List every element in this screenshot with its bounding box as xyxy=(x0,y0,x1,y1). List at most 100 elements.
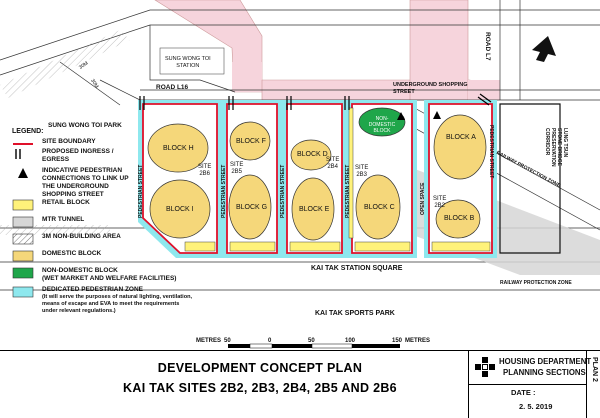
block-a-label: BLOCK A xyxy=(446,134,476,141)
title-block: DEVELOPMENT CONCEPT PLAN KAI TAK SITES 2… xyxy=(0,350,600,418)
block-e-label: BLOCK E xyxy=(299,206,330,213)
site-2b6-label: SITE 2B6 xyxy=(198,164,212,177)
legend-text: 3M NON-BUILDING AREA xyxy=(42,233,121,240)
date-value: 2. 5. 2019 xyxy=(519,402,553,411)
legend-item-pedestrian-connection: INDICATIVE PEDESTRIAN CONNECTIONS TO LIN… xyxy=(12,167,129,199)
block-e-shape xyxy=(291,177,335,241)
scale-tick-label: 150 xyxy=(392,338,403,344)
scale-unit-label-left: METRES xyxy=(196,338,222,344)
block-h-shape xyxy=(147,123,209,173)
plan-subtitle: KAI TAK SITES 2B2, 2B3, 2B4, 2B5 AND 2B6 xyxy=(123,381,397,395)
block-b-label: BLOCK B xyxy=(444,215,475,222)
scale-tick-label: 50 xyxy=(308,338,315,344)
non-building-area xyxy=(0,225,110,235)
legend-item-pedestrian-zone: DEDICATED PEDESTRIAN ZONE (It will serve… xyxy=(12,286,192,315)
retail-blocks xyxy=(184,107,491,252)
legend-text: INDICATIVE PEDESTRIAN CONNECTIONS TO LIN… xyxy=(42,167,129,198)
date-box: DATE : 2. 5. 2019 xyxy=(468,384,587,418)
block-c-shape xyxy=(355,174,401,240)
non-domestic-block-shape xyxy=(358,107,406,137)
housing-department-logo xyxy=(475,357,495,377)
sung-wong-toi-station-label: SUNG WONG TOI STATION xyxy=(165,56,211,69)
legend-item-ingress-egress: PROPOSED INGRESS / EGRESS xyxy=(12,148,114,164)
domestic-block-symbol xyxy=(12,250,34,262)
plan-number: PLAN 2 xyxy=(591,357,598,382)
legend-heading: LEGEND: xyxy=(12,128,44,135)
triangle-icon xyxy=(18,168,28,178)
non-domestic-block-symbol xyxy=(12,267,34,279)
block-i-label: BLOCK I xyxy=(166,206,194,213)
legend-text: SITE BOUNDARY xyxy=(42,138,96,145)
legend-item-non-domestic-block: NON-DOMESTIC BLOCK (WET MARKET AND WELFA… xyxy=(12,267,176,283)
retail-block-symbol xyxy=(12,199,34,211)
pedestrian-street-label-1: PEDESTRIAN STREET xyxy=(138,164,144,218)
road-l7-label: ROAD L7 xyxy=(484,32,491,61)
domestic-blocks xyxy=(147,114,487,241)
legend-item-non-building-area: 3M NON-BUILDING AREA xyxy=(12,233,121,245)
department-box: HOUSING DEPARTMENT PLANNING SECTIONS xyxy=(468,351,591,385)
legend-text: MTR TUNNEL xyxy=(42,216,85,223)
legend-text: PROPOSED INGRESS / EGRESS xyxy=(42,148,114,163)
open-space-label: OPEN SPACE xyxy=(420,182,426,215)
block-d-shape xyxy=(290,139,332,171)
section-name: PLANNING SECTIONS xyxy=(503,368,586,377)
legend-item-domestic-block: DOMESTIC BLOCK xyxy=(12,250,101,262)
block-b-shape xyxy=(435,199,481,239)
legend-text: RETAIL BLOCK xyxy=(42,199,90,206)
block-g-shape xyxy=(228,174,272,240)
site-boundary-symbol xyxy=(13,143,33,145)
scale-tick-label: 50 xyxy=(224,338,231,344)
block-d-label: BLOCK D xyxy=(297,151,328,158)
pedestrian-street-label-4: PEDESTRIAN STREET xyxy=(345,164,351,218)
block-g-label: BLOCK G xyxy=(236,204,268,211)
underground-shopping-street-label: UNDERGROUND SHOPPING STREET xyxy=(393,82,468,95)
block-c-label: BLOCK C xyxy=(364,204,395,211)
non-domestic-block-label: NON-DOMESTIC BLOCK xyxy=(368,116,396,134)
pedestrian-zone-symbol xyxy=(12,286,34,298)
scale-bar xyxy=(228,343,400,349)
site-2b5-label: SITE 2B5 xyxy=(230,162,244,175)
pedestrian-street-label-3: PEDESTRIAN STREET xyxy=(280,164,286,218)
sung-wong-toi-station-shape xyxy=(159,47,225,75)
block-f-shape xyxy=(229,121,271,161)
site-2b4-label: SITE 2B4 xyxy=(326,157,340,170)
scale-tick-label: 0 xyxy=(268,338,272,344)
site-plan-map xyxy=(0,0,600,349)
date-label: DATE : xyxy=(511,388,536,397)
legend-item-retail-block: RETAIL BLOCK xyxy=(12,199,90,211)
site-2b3-label: SITE 2B3 xyxy=(355,165,369,178)
legend-item-mtr-tunnel: MTR TUNNEL xyxy=(12,216,84,228)
heritage-site-outline xyxy=(499,103,561,254)
legend-text: DOMESTIC BLOCK xyxy=(42,250,102,257)
kai-tak-station-square-label: KAI TAK STATION SQUARE xyxy=(311,265,403,272)
plan-number-box: PLAN 2 xyxy=(586,351,600,418)
site-2b2-label: SITE 2B2 xyxy=(433,196,447,209)
legend-item-site-boundary: SITE BOUNDARY xyxy=(12,138,96,150)
non-building-area xyxy=(0,30,130,98)
pedestrian-connection-marker xyxy=(433,111,441,119)
pedestrian-connection-marker xyxy=(397,112,405,120)
road-l16-label: ROAD L16 xyxy=(156,84,189,91)
block-f-label: BLOCK F xyxy=(236,138,266,145)
non-building-area-symbol xyxy=(12,233,34,245)
kai-tak-sports-park-label: KAI TAK SPORTS PARK xyxy=(315,310,395,317)
pedestrian-street-label-5: PEDESTRIAN STREET xyxy=(488,125,494,179)
ingress-egress-symbol xyxy=(15,149,21,159)
mtr-tunnel-symbol xyxy=(12,216,34,228)
legend-text: DEDICATED PEDESTRIAN ZONE xyxy=(42,286,143,293)
block-i-shape xyxy=(149,179,211,239)
railway-protection-zone-label-2: RAILWAY PROTECTION ZONE xyxy=(500,280,572,286)
scale-tick-label: 100 xyxy=(345,338,356,344)
pedestrian-street-label-2: PEDESTRIAN STREET xyxy=(221,164,227,218)
ingress-egress-markers xyxy=(139,93,492,110)
legend-note: (It will serve the purposes of natural l… xyxy=(42,294,193,314)
legend-text: NON-DOMESTIC BLOCK (WET MARKET AND WELFA… xyxy=(42,267,177,282)
sung-wong-toi-park-label: SUNG WONG TOI PARK xyxy=(48,122,122,129)
scale-unit-label-right: METRES xyxy=(405,338,431,344)
north-arrow xyxy=(532,36,556,62)
block-h-label: BLOCK H xyxy=(163,145,194,152)
block-a-shape xyxy=(433,114,487,180)
lung-tsun-stone-bridge-label: LUNG TSUN STONE BRIDGE PRESERVATION CORR… xyxy=(544,128,568,167)
department-name: HOUSING DEPARTMENT xyxy=(499,357,592,366)
